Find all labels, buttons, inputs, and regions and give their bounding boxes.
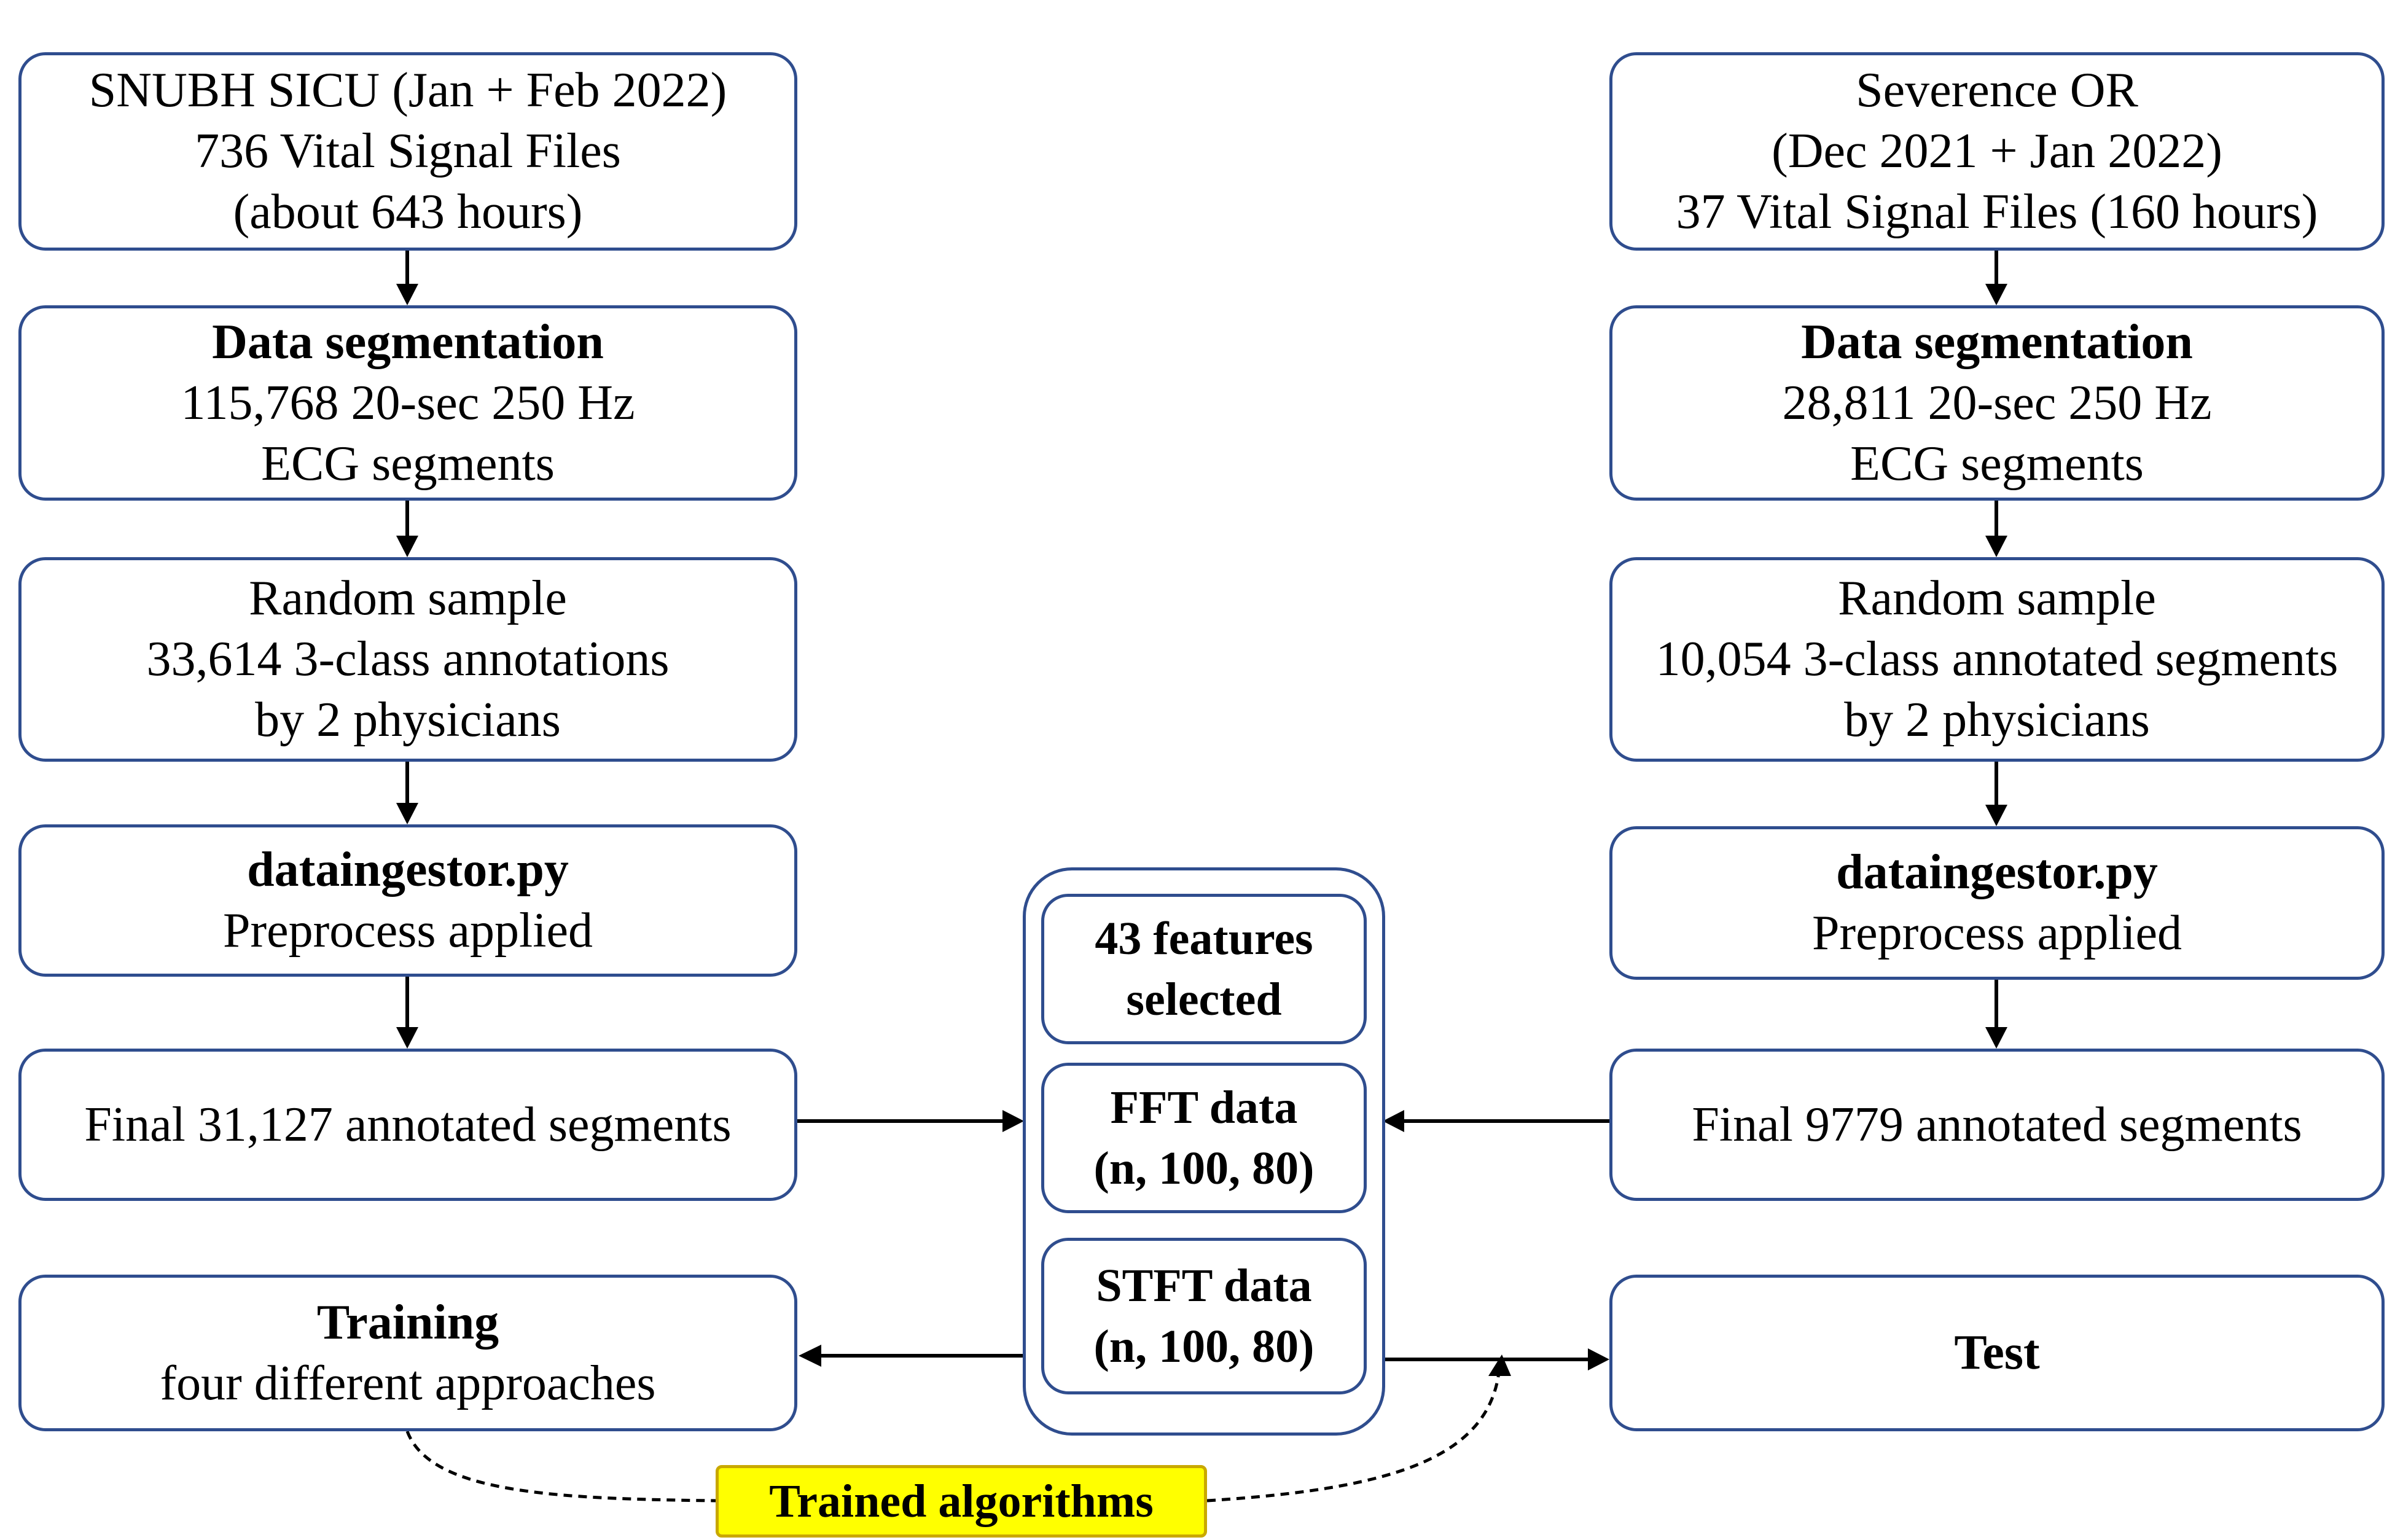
test-title: Test <box>1954 1326 2040 1380</box>
left-sample-line-2: 33,614 3-class annotations <box>146 632 670 686</box>
left-final-box: Final 31,127 annotated segments <box>18 1049 797 1201</box>
arrowhead <box>1383 1110 1404 1132</box>
left-ingestor-title: dataingestor.py <box>247 843 569 897</box>
training-subtitle: four different approaches <box>160 1356 656 1410</box>
left-segmentation-box: Data segmentation 115,768 20-sec 250 Hz … <box>18 305 797 501</box>
left-ingestor-box: dataingestor.py Preprocess applied <box>18 824 797 977</box>
features-line-2: selected <box>1126 973 1282 1025</box>
right-segmentation-title: Data segmentation <box>1801 315 2193 369</box>
features-line-1: 43 features <box>1095 912 1313 964</box>
right-sample-line-3: by 2 physicians <box>1844 693 2150 747</box>
left-source-line-1: SNUBH SICU (Jan + Feb 2022) <box>88 63 727 117</box>
stft-box: STFT data (n, 100, 80) <box>1041 1238 1367 1394</box>
right-segmentation-line-1: 28,811 20-sec 250 Hz <box>1782 375 2212 430</box>
arrowhead <box>799 1345 821 1367</box>
arrowhead <box>1002 1110 1024 1132</box>
fft-line-2: (n, 100, 80) <box>1093 1142 1315 1194</box>
training-box: Training four different approaches <box>18 1275 797 1431</box>
left-segmentation-line-1: 115,768 20-sec 250 Hz <box>181 375 635 430</box>
left-source-box: SNUBH SICU (Jan + Feb 2022) 736 Vital Si… <box>18 52 797 251</box>
features-box: 43 features selected <box>1041 894 1367 1044</box>
arrowhead <box>1985 536 2007 557</box>
left-final-text: Final 31,127 annotated segments <box>84 1097 732 1152</box>
arrowhead <box>1985 1027 2007 1049</box>
right-source-line-2: (Dec 2021 + Jan 2022) <box>1772 124 2222 178</box>
left-source-line-2: 736 Vital Signal Files <box>195 124 621 178</box>
trained-algorithms-badge: Trained algorithms <box>716 1465 1207 1538</box>
right-final-box: Final 9779 annotated segments <box>1609 1049 2385 1201</box>
right-sample-line-2: 10,054 3-class annotated segments <box>1655 632 2339 686</box>
left-source-line-3: (about 643 hours) <box>233 185 583 239</box>
left-sample-box: Random sample 33,614 3-class annotations… <box>18 557 797 762</box>
fft-line-1: FFT data <box>1110 1081 1298 1133</box>
arrowhead <box>396 803 418 824</box>
right-segmentation-line-2: ECG segments <box>1850 436 2144 491</box>
dashed-curve-training-to-badge <box>405 1431 716 1503</box>
fft-box: FFT data (n, 100, 80) <box>1041 1063 1367 1213</box>
left-ingestor-subtitle: Preprocess applied <box>222 904 593 958</box>
right-ingestor-subtitle: Preprocess applied <box>1811 906 2182 960</box>
training-title: Training <box>316 1295 499 1350</box>
stft-line-1: STFT data <box>1096 1259 1312 1311</box>
arrowhead-dashed <box>1488 1354 1511 1376</box>
arrowhead <box>1985 284 2007 305</box>
right-source-line-1: Severence OR <box>1856 63 2138 117</box>
dashed-curve-badge-to-test <box>1206 1372 1501 1503</box>
stft-line-2: (n, 100, 80) <box>1093 1320 1315 1372</box>
left-segmentation-line-2: ECG segments <box>261 436 555 491</box>
test-box: Test <box>1609 1275 2385 1431</box>
right-final-text: Final 9779 annotated segments <box>1692 1097 2302 1152</box>
right-source-line-3: 37 Vital Signal Files (160 hours) <box>1676 185 2318 239</box>
left-sample-line-1: Random sample <box>249 571 567 625</box>
right-source-box: Severence OR (Dec 2021 + Jan 2022) 37 Vi… <box>1609 52 2385 251</box>
right-sample-line-1: Random sample <box>1838 571 2156 625</box>
arrowhead <box>396 1027 418 1049</box>
right-ingestor-title: dataingestor.py <box>1836 845 2158 899</box>
arrowhead <box>1588 1348 1609 1370</box>
left-segmentation-title: Data segmentation <box>212 315 604 369</box>
right-ingestor-box: dataingestor.py Preprocess applied <box>1609 826 2385 980</box>
right-sample-box: Random sample 10,054 3-class annotated s… <box>1609 557 2385 762</box>
right-segmentation-box: Data segmentation 28,811 20-sec 250 Hz E… <box>1609 305 2385 501</box>
left-sample-line-3: by 2 physicians <box>255 693 561 747</box>
arrowhead <box>1985 805 2007 826</box>
arrowhead <box>396 284 418 305</box>
arrowhead <box>396 536 418 557</box>
